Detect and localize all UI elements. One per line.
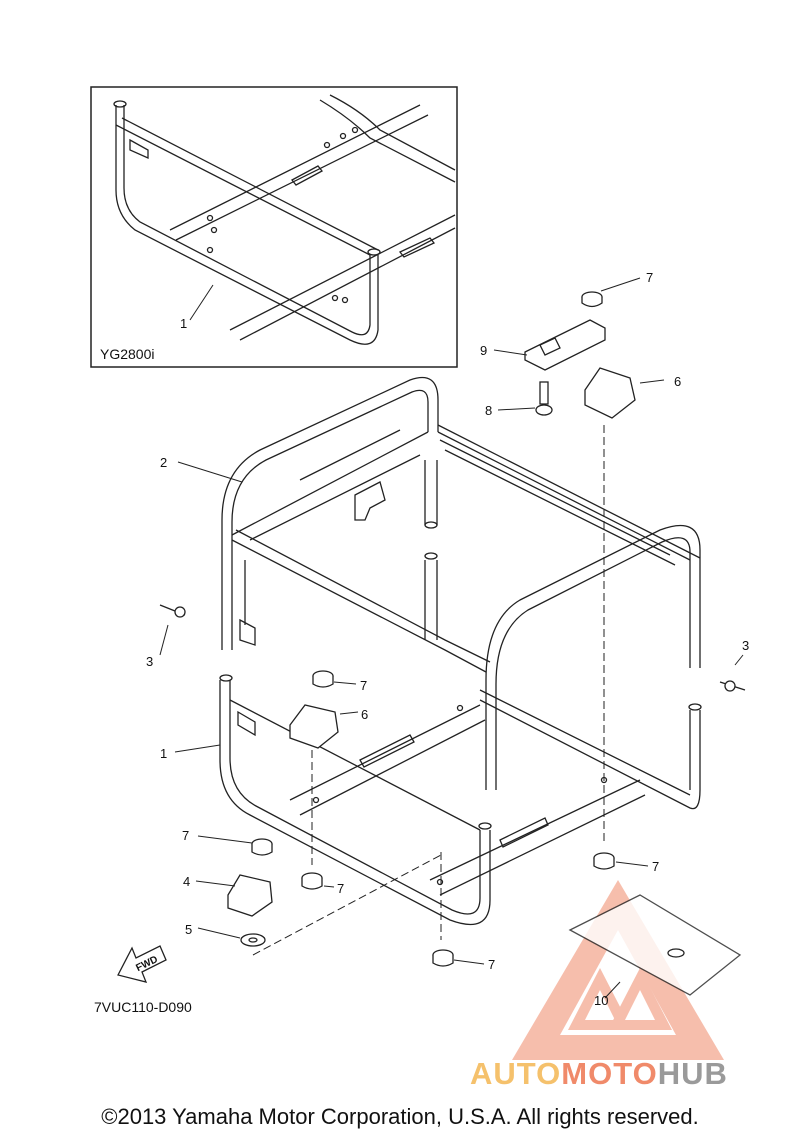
watermark-part-3: HUB [657,1056,728,1091]
fwd-arrow-icon: FWD [117,945,167,983]
small-parts [159,291,746,996]
watermark-part-1: AUTO [470,1056,562,1091]
callout-7-center: 7 [337,881,344,896]
leader-lines [159,277,744,999]
callout-6-mid: 6 [361,707,368,722]
callout-7-mid: 7 [360,678,367,693]
inset-callout-1: 1 [180,316,187,331]
diagram-code: 7VUC110-D090 [94,999,192,1015]
callout-1: 1 [160,746,167,761]
watermark-part-2: MOTO [561,1056,658,1091]
callout-7-bottom: 7 [488,957,495,972]
alignment-lines [252,425,605,956]
inset-model-label: YG2800i [100,346,154,362]
callout-10: 10 [594,993,608,1008]
callout-labels: 2 3 1 3 4 5 6 6 7 7 7 7 7 7 8 9 10 [146,270,749,1008]
callout-7-top: 7 [646,270,653,285]
callout-3-left: 3 [146,654,153,669]
copyright-notice: ©2013 Yamaha Motor Corporation, U.S.A. A… [101,1104,699,1129]
callout-8: 8 [485,403,492,418]
callout-6-top: 6 [674,374,681,389]
callout-2: 2 [160,455,167,470]
callout-9: 9 [480,343,487,358]
callout-7-left: 7 [182,828,189,843]
callout-7-right: 7 [652,859,659,874]
watermark-logo [512,880,724,1060]
watermark-text: AUTOMOTOHUB [470,1056,728,1092]
callout-3-right: 3 [742,638,749,653]
main-frame [219,376,702,926]
callout-5: 5 [185,922,192,937]
inset-panel: 1 YG2800i [90,86,458,368]
callout-4: 4 [183,874,190,889]
